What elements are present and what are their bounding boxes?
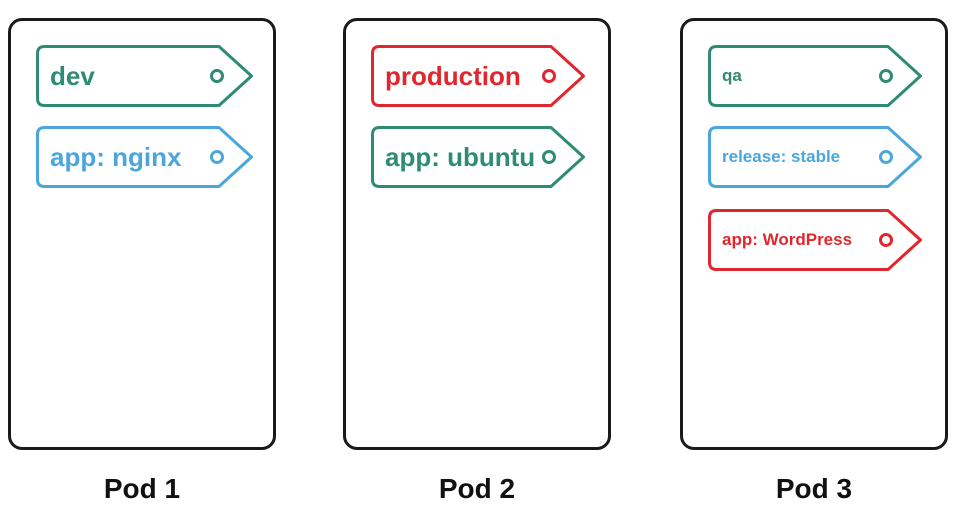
pod-1-box: dev app: nginx [8, 18, 276, 450]
label-tag: app: ubuntu [371, 126, 585, 188]
label-tag: release: stable [708, 126, 922, 188]
label-tag: dev [36, 45, 253, 107]
tag-shape [708, 45, 922, 107]
label-text: release: stable [722, 147, 841, 166]
tag-hole-icon [879, 150, 893, 164]
pod-3-title: Pod 3 [775, 473, 853, 504]
label-text: app: WordPress [722, 230, 853, 249]
tag-shape [371, 126, 585, 188]
tag-outline [36, 126, 253, 188]
label-text: dev [50, 61, 95, 91]
label-tag: app: WordPress [708, 209, 922, 271]
label-text: app: nginx [50, 142, 182, 172]
tag-outline [371, 126, 585, 188]
pod-1-title: Pod 1 [103, 473, 181, 504]
pod-3-box: qa release: stable app: WordPress [680, 18, 948, 450]
label-text: qa [722, 66, 742, 85]
tag-outline [36, 45, 253, 107]
label-tag: app: nginx [36, 126, 253, 188]
label-tag: qa [708, 45, 922, 107]
label-tag: production [371, 45, 585, 107]
pod-2-title: Pod 2 [438, 473, 516, 504]
tag-shape [36, 45, 253, 107]
tag-outline [708, 45, 922, 107]
label-text: production [385, 61, 521, 91]
tag-hole-icon [210, 69, 224, 83]
label-text: app: ubuntu [385, 142, 536, 172]
tag-shape [371, 45, 585, 107]
tag-hole-icon [542, 69, 556, 83]
pod-2-box: production app: ubuntu [343, 18, 611, 450]
tag-shape [708, 209, 922, 271]
tag-outline [371, 45, 585, 107]
tag-hole-icon [879, 69, 893, 83]
tag-shape [36, 126, 253, 188]
tag-hole-icon [879, 233, 893, 247]
tag-outline [708, 209, 922, 271]
tag-hole-icon [210, 150, 224, 164]
tag-shape [708, 126, 922, 188]
tag-hole-icon [542, 150, 556, 164]
tag-outline [708, 126, 922, 188]
